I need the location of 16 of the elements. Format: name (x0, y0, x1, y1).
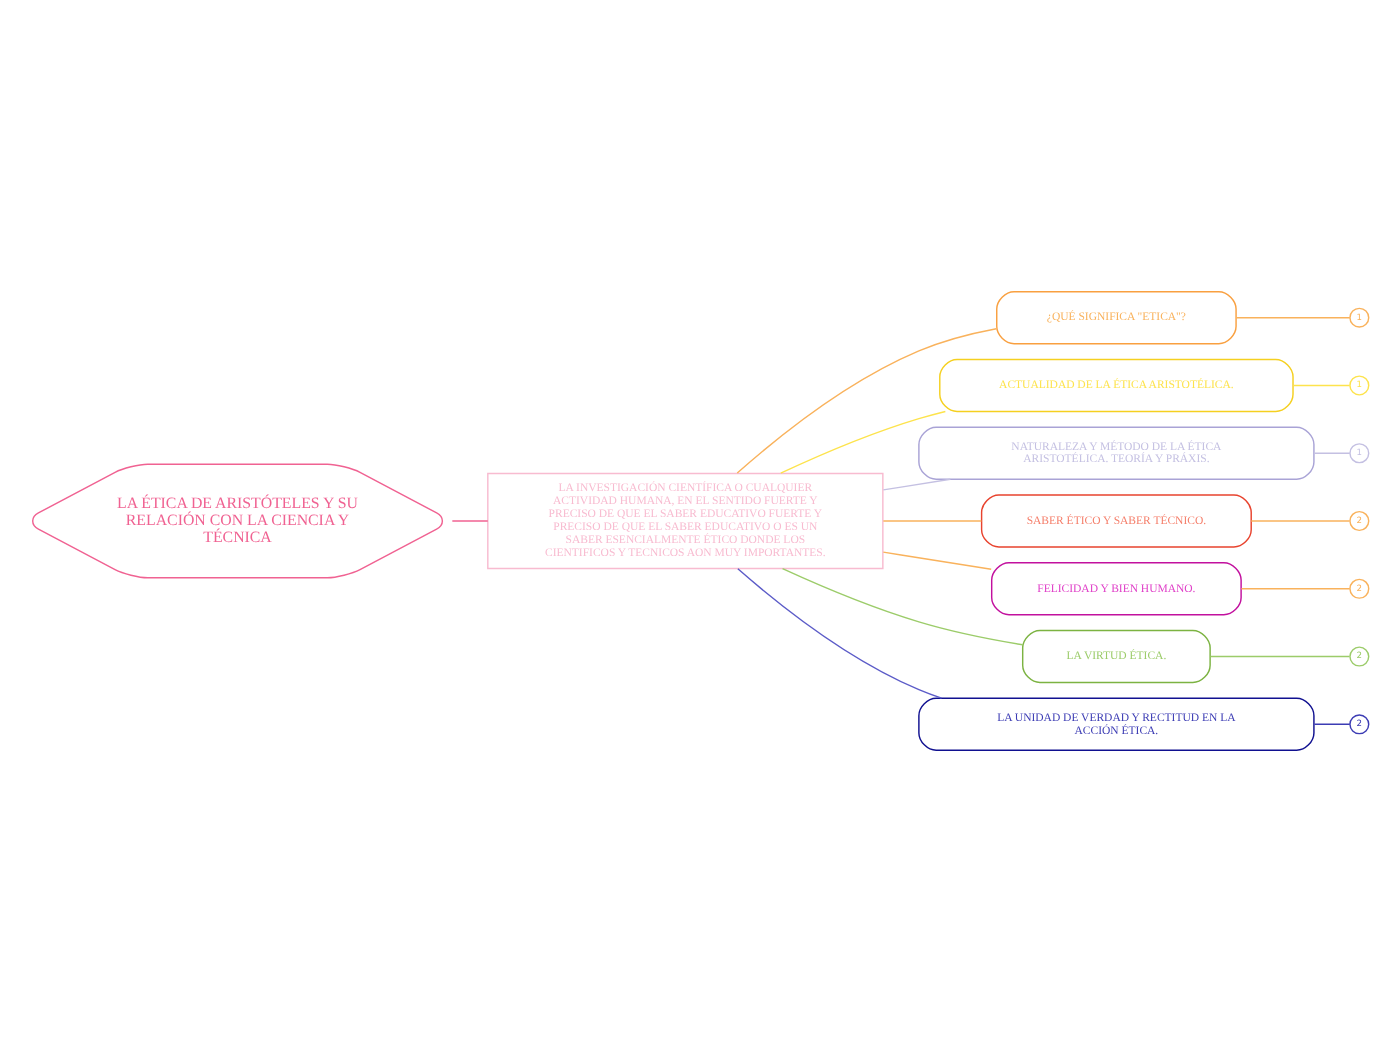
connector (882, 550, 992, 569)
connector (1235, 316, 1351, 318)
connector (451, 519, 489, 521)
connector (882, 477, 952, 490)
connector (736, 326, 998, 473)
connector (1313, 722, 1351, 724)
connector (1313, 451, 1351, 453)
connector (780, 409, 947, 473)
connector (781, 566, 1024, 645)
connector (1292, 383, 1351, 386)
node-ellipse: LA ÉTICA DE ARISTÓTELES Y SU RELACIÓN CON LA CIENCIA Y TÉCNICA (32, 462, 444, 578)
connector (1209, 654, 1351, 657)
connector (737, 567, 943, 698)
connector (1240, 587, 1351, 589)
connector (882, 519, 983, 521)
connector (1250, 519, 1351, 521)
